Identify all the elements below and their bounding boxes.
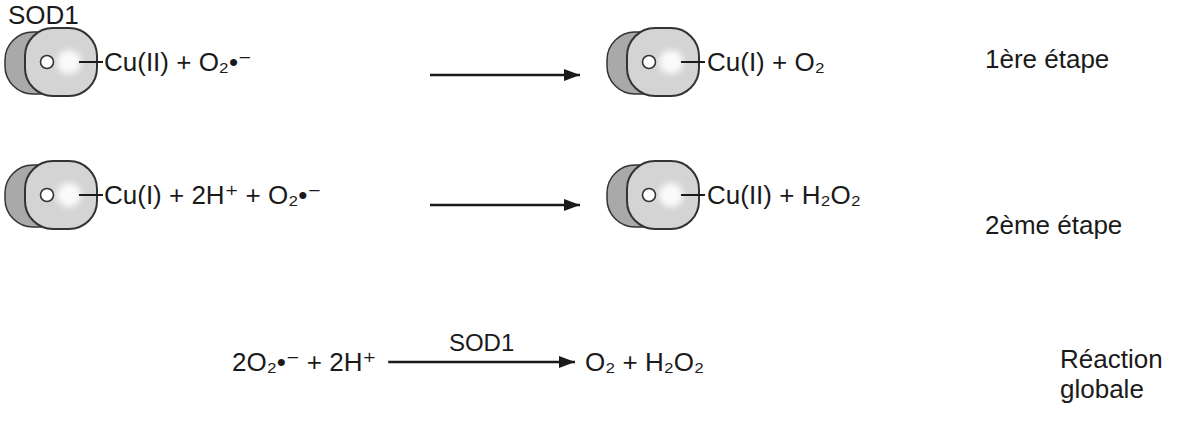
reaction-formula: Cu(I) + O₂	[707, 47, 825, 77]
step-label: 2ème étape	[985, 210, 1122, 240]
enzyme-name: SOD1	[8, 0, 79, 30]
reaction-side: O₂ + H₂O₂	[575, 337, 712, 387]
reaction-side: 2O₂•⁻ + 2H⁺	[222, 337, 388, 387]
reaction-arrow	[430, 204, 580, 207]
reaction-formula: Cu(II) + O₂•⁻	[104, 47, 426, 77]
reaction-side: Cu(II) + H₂O₂	[580, 170, 869, 220]
catalyst-label: SOD1	[446, 329, 517, 357]
reaction-side: Cu(I) + O₂	[580, 37, 833, 87]
reaction-arrow	[430, 74, 580, 77]
step-label: Réaction globale	[1060, 344, 1178, 404]
reaction-formula: Cu(II) + H₂O₂	[707, 180, 861, 210]
reaction-arrow	[388, 361, 575, 364]
reaction-formula: 2O₂•⁻ + 2H⁺	[232, 347, 376, 377]
sod1-enzyme-icon	[607, 161, 705, 229]
sod1-enzyme-icon	[607, 28, 705, 96]
step-label: 1ère étape	[985, 44, 1109, 74]
reaction-formula: Cu(I) + 2H⁺ + O₂•⁻	[104, 180, 426, 210]
reaction-formula: O₂ + H₂O₂	[585, 347, 704, 377]
reaction-side: Cu(I) + 2H⁺ + O₂•⁻	[100, 170, 430, 220]
reaction-side: Cu(II) + O₂•⁻	[100, 37, 430, 87]
sod1-enzyme-icon	[5, 28, 103, 96]
sod1-enzyme-icon	[5, 161, 103, 229]
